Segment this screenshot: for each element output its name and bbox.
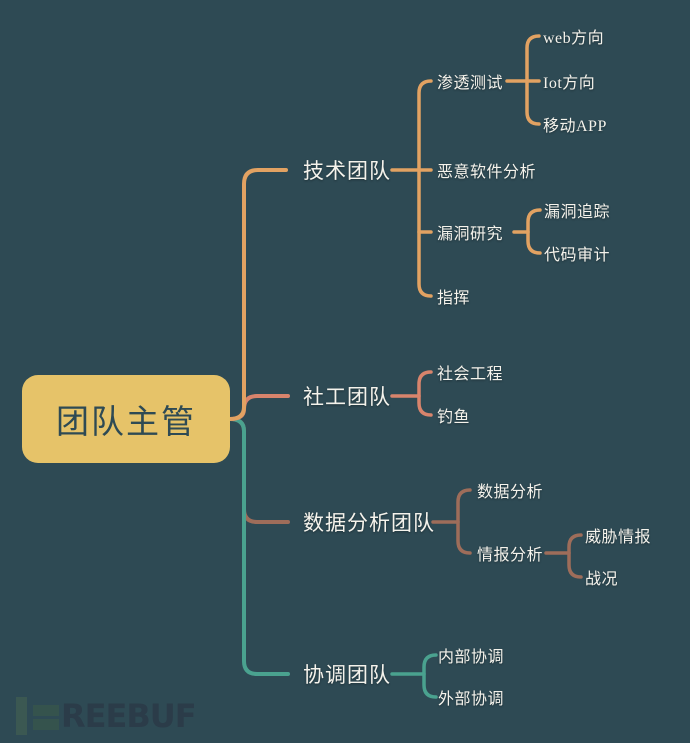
node-web-direction[interactable]: web方向: [543, 30, 605, 47]
connector-data-analysis-branch: [228, 417, 290, 524]
bracket-pentest-children: [525, 34, 541, 126]
bracket-intel-children: [567, 533, 583, 579]
node-tech-team[interactable]: 技术团队: [303, 159, 391, 183]
node-phishing[interactable]: 钓鱼: [437, 409, 471, 426]
node-iot-direction[interactable]: Iot方向: [543, 75, 596, 92]
root-node-box[interactable]: [22, 375, 230, 463]
node-command[interactable]: 指挥: [437, 290, 471, 307]
bracket-vuln-children: [526, 208, 542, 255]
node-vuln-tracking[interactable]: 漏洞追踪: [544, 204, 611, 221]
node-data-analysis-team[interactable]: 数据分析团队: [303, 511, 435, 535]
node-social-team[interactable]: 社工团队: [303, 385, 391, 409]
freebuf-logo-bar-icon: [16, 697, 27, 735]
node-root[interactable]: 团队主管: [56, 405, 196, 441]
node-external-coordination[interactable]: 外部协调: [438, 691, 505, 708]
freebuf-watermark: REEBUF: [14, 695, 224, 739]
bracket-coord-children: [422, 653, 438, 699]
node-data-analysis[interactable]: 数据分析: [477, 484, 544, 501]
node-code-audit[interactable]: 代码审计: [544, 247, 611, 264]
node-coordination-team[interactable]: 协调团队: [303, 663, 391, 687]
bracket-social-children: [417, 370, 433, 417]
node-vulnerability-research[interactable]: 漏洞研究: [437, 226, 504, 243]
node-penetration-testing[interactable]: 渗透测试: [437, 75, 504, 92]
freebuf-logo-f-icon: [33, 705, 59, 716]
connector-tech-branch: [228, 168, 288, 421]
connector-coordination-branch: [228, 417, 290, 676]
node-battle-status[interactable]: 战况: [585, 571, 619, 588]
node-internal-coordination[interactable]: 内部协调: [438, 649, 505, 666]
node-intel-analysis[interactable]: 情报分析: [477, 547, 544, 564]
freebuf-watermark-text: REEBUF: [61, 697, 197, 735]
bracket-data-children: [456, 488, 472, 555]
freebuf-logo-f-icon: [33, 719, 59, 730]
node-social-engineering[interactable]: 社会工程: [437, 366, 504, 383]
bracket-tech-children: [417, 79, 433, 298]
node-threat-intel[interactable]: 威胁情报: [585, 529, 652, 546]
node-malware-analysis[interactable]: 恶意软件分析: [437, 164, 537, 181]
node-mobile-app[interactable]: 移动APP: [543, 118, 607, 135]
